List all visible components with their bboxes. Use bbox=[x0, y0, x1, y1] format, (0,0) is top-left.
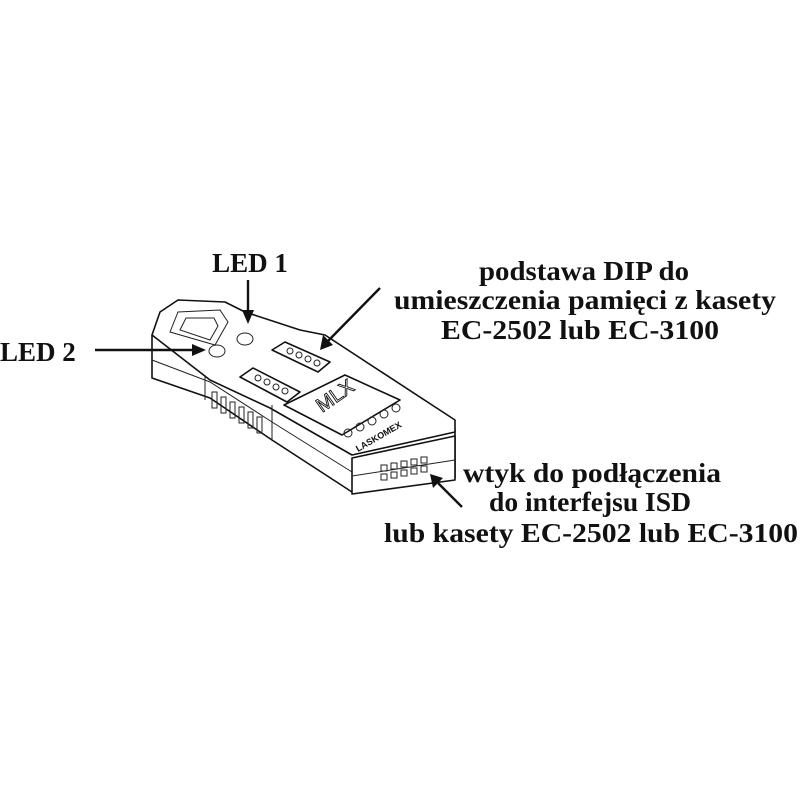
led2-arrow bbox=[95, 344, 206, 356]
programmer-device: MLX LASKOMEX bbox=[151, 299, 456, 495]
dip-caption-line: umieszczenia pamięci z kasety bbox=[394, 285, 777, 315]
plug-arrow bbox=[430, 474, 463, 508]
dip-socket bbox=[239, 341, 331, 403]
plug-caption-line: do interfejsu ISD bbox=[489, 487, 691, 517]
dip-caption-line: EC-2502 lub EC-3100 bbox=[441, 315, 719, 345]
plug-caption: wtyk do podłączenia do interfejsu ISD lu… bbox=[384, 458, 798, 548]
plug-caption-line: wtyk do podłączenia bbox=[463, 458, 722, 488]
plug-caption-line: lub kasety EC-2502 lub EC-3100 bbox=[384, 518, 798, 548]
led1-arrow bbox=[242, 280, 254, 324]
dip-socket-arrow bbox=[320, 287, 381, 350]
led2-label: LED 2 bbox=[0, 337, 76, 367]
led1-indicator bbox=[236, 332, 254, 346]
plug-connector bbox=[351, 435, 456, 495]
dip-socket-caption: podstawa DIP do umieszczenia pamięci z k… bbox=[394, 256, 777, 345]
led1-label: LED 1 bbox=[212, 248, 288, 278]
dip-caption-line: podstawa DIP do bbox=[479, 256, 689, 286]
led2-indicator bbox=[208, 344, 226, 358]
